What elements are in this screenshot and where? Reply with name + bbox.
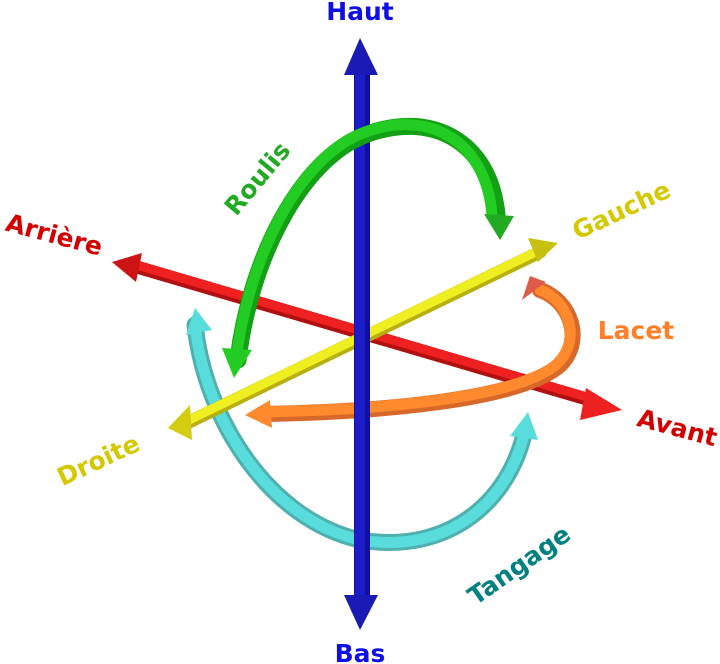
label-left: Gauche	[568, 175, 675, 246]
label-down: Bas	[335, 639, 386, 664]
down-arrowhead-icon	[344, 595, 378, 630]
right-arrowhead-icon	[168, 405, 192, 440]
label-back: Arrière	[3, 208, 106, 262]
back-arrowhead-icon	[112, 253, 142, 282]
label-right: Droite	[53, 429, 145, 492]
label-yaw: Lacet	[598, 316, 675, 345]
yaw-arrowhead-icon	[522, 276, 546, 300]
up-arrowhead-icon	[344, 38, 378, 75]
label-forward: Avant	[634, 403, 720, 452]
left-arrowhead-icon	[528, 238, 558, 262]
forward-arrowhead-icon	[580, 388, 622, 420]
pitch-arrowhead-icon	[510, 412, 538, 440]
yaw-arrowhead-icon	[245, 400, 272, 428]
roll-arrowhead-icon	[484, 214, 514, 240]
roll-arrowhead-icon	[222, 348, 252, 378]
yaw-arc	[245, 276, 581, 428]
pitch-arrowhead-icon	[186, 308, 212, 335]
label-pitch: Tangage	[462, 519, 575, 611]
vertical-axis	[344, 38, 378, 630]
label-up: Haut	[326, 0, 394, 26]
roll-arc	[222, 118, 514, 378]
